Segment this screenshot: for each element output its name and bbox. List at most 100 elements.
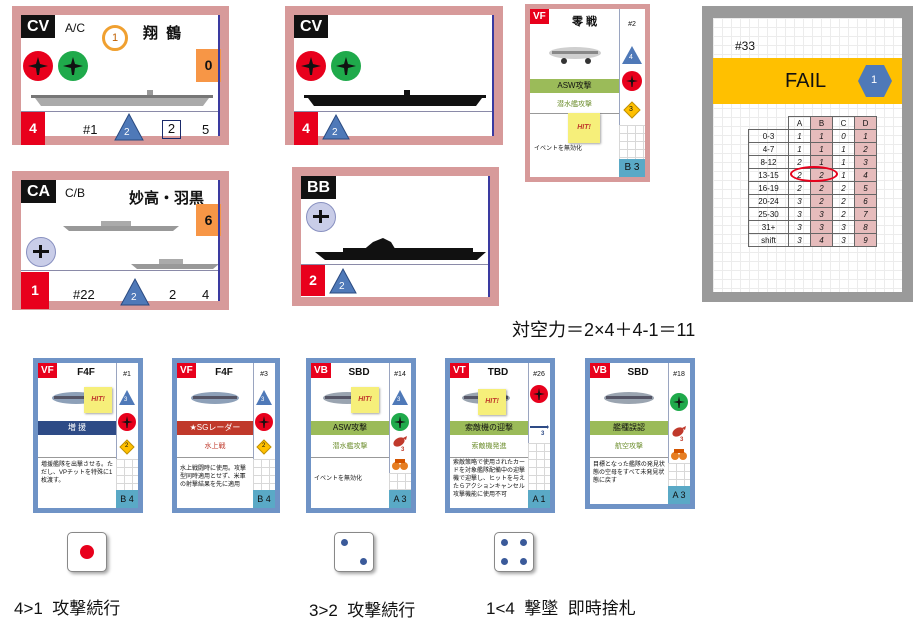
triangle-value: 2 bbox=[332, 127, 338, 138]
fighter-icon bbox=[296, 51, 326, 81]
bomb-value: 3 bbox=[401, 447, 405, 453]
triangle-icon bbox=[392, 390, 408, 405]
ship-card-bb[interactable]: BB 2 2 bbox=[292, 167, 499, 306]
table-row: shift 3 4 3 9 bbox=[748, 233, 877, 247]
card-side-panel: #18 3 A 3 bbox=[668, 363, 690, 504]
table-cell: 4 bbox=[854, 168, 877, 182]
card-face: VB SBD HIT! ASW攻撃 潜水艦攻撃 イベントを無効化 #14 3 3… bbox=[311, 363, 411, 508]
ship-card-cv[interactable]: CV 4 2 bbox=[285, 6, 503, 145]
table-cell: 2 bbox=[854, 142, 877, 156]
card-main-panel: VB SBD 艦種誤認 航空攻撃 目標となった艦隊の発見状態の空母をすべて未発見… bbox=[590, 363, 669, 504]
table-cell: 31+ bbox=[748, 220, 789, 234]
table-cell: 9 bbox=[854, 233, 877, 247]
card-divider bbox=[177, 457, 253, 458]
fighter-icon bbox=[670, 393, 688, 411]
table-cell: 3 bbox=[854, 155, 877, 169]
card-main-panel: VF F4F ★SGレーダー 水上戦 水上戦闘時に使用。攻撃型同時適用とせず、米… bbox=[177, 363, 254, 508]
die-one-icon bbox=[67, 532, 107, 572]
ship-subtype: A/C bbox=[65, 21, 86, 35]
ability-band: 増 援 bbox=[38, 421, 116, 435]
ability-description: 水上戦闘時に使用。攻撃型同時適用とせず、米軍の射撃結果を先に適用 bbox=[180, 466, 247, 488]
table-cell: shift bbox=[748, 233, 789, 247]
aircraft-card-f4f-3[interactable]: VF F4F ★SGレーダー 水上戦 水上戦闘時に使用。攻撃型同時適用とせず、米… bbox=[172, 358, 280, 513]
triangle-value: 2 bbox=[124, 127, 130, 138]
triangle-value: 3 bbox=[261, 397, 265, 403]
hit-sticky-note: HIT! bbox=[478, 389, 506, 415]
grid-area bbox=[253, 459, 275, 490]
aircraft-name: F4F bbox=[215, 367, 233, 378]
die-pip bbox=[341, 539, 348, 546]
fighter-icon bbox=[622, 71, 642, 91]
aircraft-type-badge: VT bbox=[450, 363, 469, 378]
triangle-icon bbox=[114, 112, 144, 141]
card-number: #26 bbox=[533, 371, 545, 378]
ability-band: 索敵機の迎撃 bbox=[450, 421, 528, 435]
aircraft-card-tbd-26[interactable]: VT TBD HIT! 索敵機の迎撃 索敵機発進 索敵策略で使用されたカードを対… bbox=[445, 358, 555, 513]
card-side-panel: #1 3 2 B 4 bbox=[116, 363, 138, 508]
table-cell: 3 bbox=[832, 220, 855, 234]
table-cell: 3 bbox=[810, 207, 833, 221]
aircraft-card-sbd-18[interactable]: VB SBD 艦種誤認 航空攻撃 目標となった艦隊の発見状態の空母をすべて未発見… bbox=[585, 358, 695, 509]
red-value-box: 4 bbox=[21, 112, 45, 145]
grid-area bbox=[528, 443, 550, 490]
die-pip bbox=[520, 539, 527, 546]
card-divider bbox=[21, 270, 220, 271]
ability-subline: 索敵機発進 bbox=[471, 443, 507, 450]
triangle-icon bbox=[120, 277, 150, 306]
grade-label: A 1 bbox=[528, 490, 550, 508]
floatplane-icon bbox=[26, 237, 56, 267]
fail-result-panel: #33 FAIL 1 A B C D 0-3 1 1 0 1 bbox=[702, 6, 913, 302]
aircraft-card-f4f-1[interactable]: VF F4F 増 援 増援艦隊を出撃させる。ただし、VPチットを特殊に1枚渡す。… bbox=[33, 358, 143, 513]
table-cell: 1 bbox=[810, 129, 833, 143]
grade-label: A 3 bbox=[668, 486, 690, 504]
card-number: #22 bbox=[73, 287, 95, 302]
ship-name: 妙高・羽黒 bbox=[129, 190, 205, 207]
card-face: CV A/C 1 翔 鶴 0 4 #1 2 2 5 bbox=[21, 15, 221, 145]
table-row: 31+ 3 3 3 8 bbox=[748, 220, 877, 234]
card-main-panel: VF F4F 増 援 増援艦隊を出撃させる。ただし、VPチットを特殊に1枚渡す。… bbox=[38, 363, 117, 508]
aircraft-illustration-icon bbox=[604, 392, 654, 404]
table-cell: 2 bbox=[810, 194, 833, 208]
card-divider bbox=[301, 264, 490, 265]
table-row: 20-24 3 2 2 6 bbox=[748, 194, 877, 208]
die-pip bbox=[520, 558, 527, 565]
value-number: 2 bbox=[169, 287, 177, 302]
aircraft-name: TBD bbox=[487, 367, 509, 378]
hexagon-icon bbox=[858, 65, 892, 97]
aircraft-card-zero[interactable]: VF 零 戦 ASW攻撃 潜水艦攻撃 イベントを無効化 HIT! #2 4 3 … bbox=[525, 4, 650, 182]
ship-card-shokaku[interactable]: CV A/C 1 翔 鶴 0 4 #1 2 2 5 bbox=[12, 6, 229, 145]
table-cell: 6 bbox=[854, 194, 877, 208]
grade-label: B 4 bbox=[253, 490, 275, 508]
diamond-value: 3 bbox=[629, 106, 633, 113]
card-edge bbox=[218, 180, 220, 301]
laurel-medal-icon: 1 bbox=[102, 25, 128, 51]
ability-description: 索敵策略で使用されたカードを対象艦隊配備中の迎撃機で迎撃し、ヒットを与えたらアク… bbox=[453, 460, 526, 498]
table-header: A bbox=[788, 116, 811, 130]
table-cell: 1 bbox=[810, 142, 833, 156]
table-cell: 4 bbox=[810, 233, 833, 247]
card-face: VB SBD 艦種誤認 航空攻撃 目標となった艦隊の発見状態の空母をすべて未発見… bbox=[590, 363, 690, 504]
fighter-icon bbox=[23, 51, 53, 81]
dice-result-caption: 3>2 攻撃続行 bbox=[309, 601, 416, 620]
value-number: 4 bbox=[202, 287, 210, 302]
table-cell: 2 bbox=[832, 207, 855, 221]
table-header-row: A B C D bbox=[749, 116, 877, 130]
panel-id: #33 bbox=[735, 39, 756, 53]
orange-value-box: 0 bbox=[196, 49, 221, 82]
table-cell: 3 bbox=[810, 220, 833, 234]
card-side-panel: #2 4 3 B 3 bbox=[619, 9, 645, 177]
medal-number: 1 bbox=[111, 32, 119, 44]
ship-card-myoko[interactable]: CA C/B 妙高・羽黒 6 1 #22 2 2 4 bbox=[12, 171, 229, 310]
table-cell: 16-19 bbox=[748, 181, 789, 195]
card-face: VT TBD HIT! 索敵機の迎撃 索敵機発進 索敵策略で使用されたカードを対… bbox=[450, 363, 550, 508]
carrier-silhouette-icon bbox=[304, 90, 486, 106]
cruiser-silhouette-icon bbox=[63, 221, 179, 231]
torpedo-value: 3 bbox=[541, 431, 545, 437]
card-edge bbox=[488, 176, 490, 297]
table-row: 16-19 2 2 2 5 bbox=[748, 181, 877, 195]
ship-type-badge: BB bbox=[301, 176, 337, 199]
table-cell: 8 bbox=[854, 220, 877, 234]
triangle-icon bbox=[322, 113, 350, 140]
grid-area bbox=[619, 125, 645, 159]
aircraft-card-sbd-14[interactable]: VB SBD HIT! ASW攻撃 潜水艦攻撃 イベントを無効化 #14 3 3… bbox=[306, 358, 416, 513]
